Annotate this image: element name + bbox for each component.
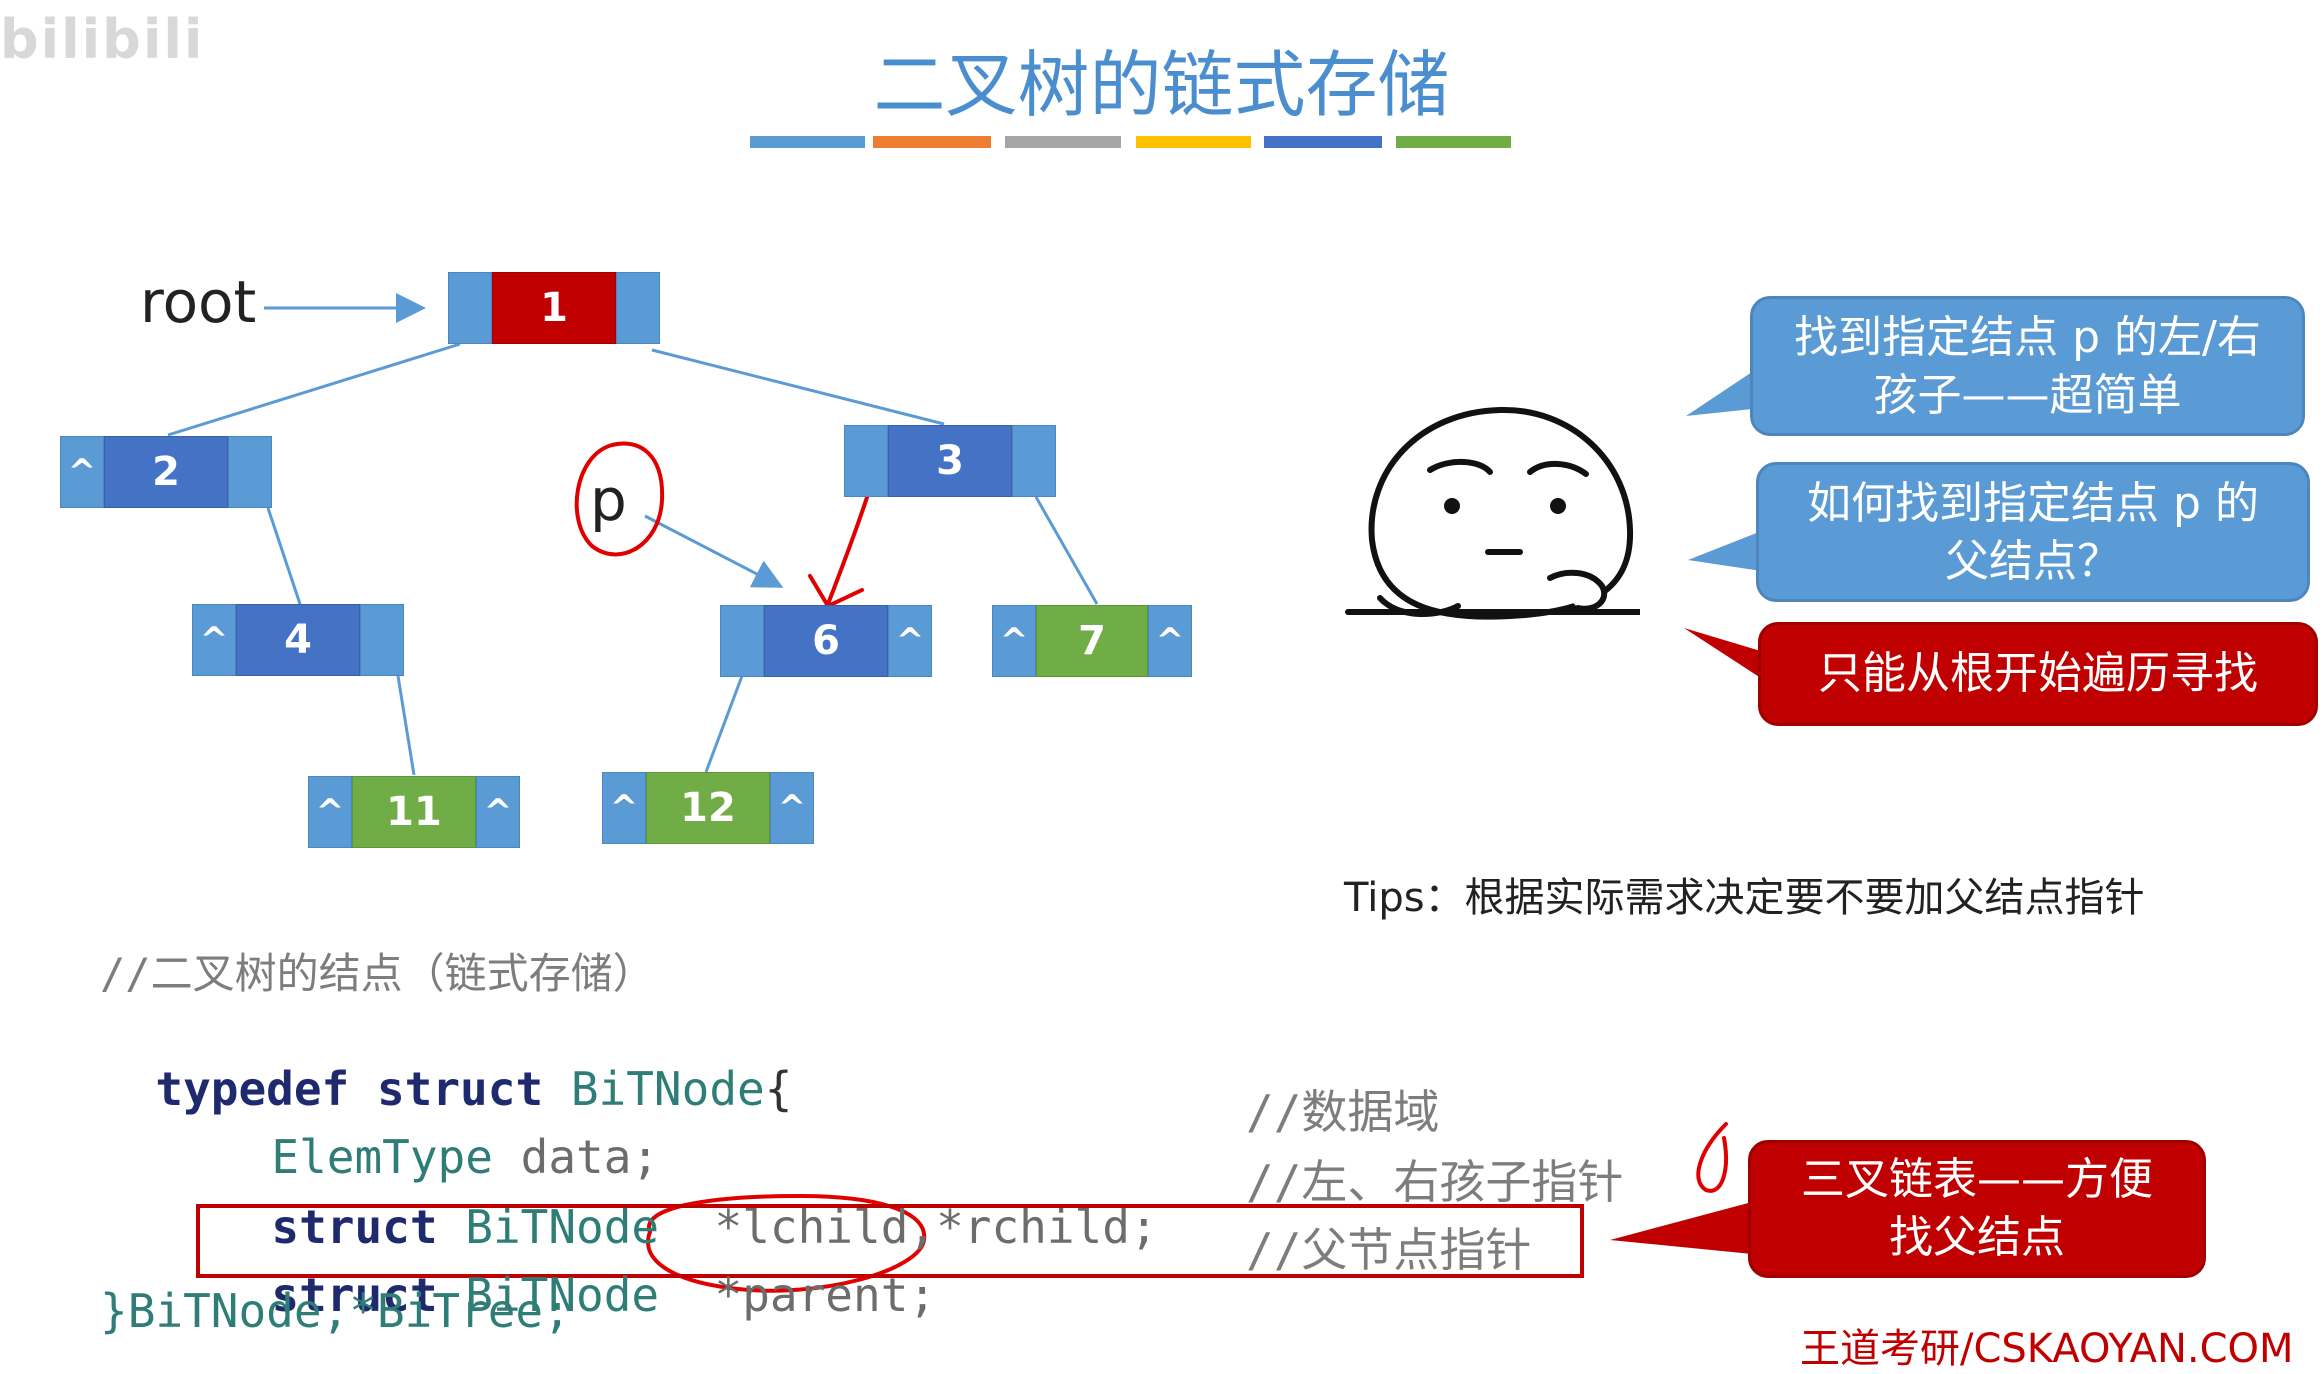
speech-bubble-answer: 只能从根开始遍历寻找 [1758, 622, 2318, 726]
null-pointer-cell: ^ [770, 772, 814, 844]
p-circle-annotation [574, 441, 665, 557]
type-bitnode: BiTNode [465, 1200, 660, 1254]
parent-circle-annotation [646, 1193, 927, 1293]
null-pointer-cell: ^ [308, 776, 352, 848]
left-pointer-cell [844, 425, 888, 497]
left-pointer-cell [720, 605, 764, 677]
tips-text: Tips：根据实际需求决定要不要加父结点指针 [1344, 875, 2145, 921]
comment-children: //左、右孩子指针 [1246, 1155, 1624, 1209]
null-pointer-cell: ^ [992, 605, 1036, 677]
title-color-bar-4 [1136, 136, 1251, 148]
comment-data: //数据域 [1246, 1085, 1440, 1139]
node-data-cell: 3 [888, 425, 1012, 497]
keyword-struct: struct [376, 1062, 544, 1116]
right-pointer-cell [616, 272, 660, 344]
root-label: root [140, 268, 257, 336]
null-pointer-cell: ^ [476, 776, 520, 848]
speech-bubble-triple-list: 三叉链表——方便 找父结点 [1748, 1140, 2206, 1278]
tree-node-3: 3 [844, 425, 1056, 497]
bubble-line: 找父结点 [1889, 1212, 2065, 1263]
bubble-line: 如何找到指定结点 p 的 [1807, 478, 2259, 529]
field-parent: *parent; [714, 1268, 937, 1322]
bubble-line: 父结点？ [1945, 536, 2121, 587]
keyword-struct: struct [271, 1268, 438, 1322]
open-brace: { [764, 1062, 793, 1116]
type-bitnode: BiTNode [570, 1062, 765, 1116]
null-pointer-cell: ^ [1148, 605, 1192, 677]
tree-node-2: ^ 2 [60, 436, 272, 508]
edge-1-3 [651, 348, 945, 426]
code-line-children: struct BiTNode *lchild,*rchild; [216, 1146, 1158, 1254]
left-pointer-cell [448, 272, 492, 344]
title-color-bar-1 [750, 136, 865, 148]
node-data-cell: 12 [646, 772, 770, 844]
tree-node-7: ^ 7 ^ [992, 605, 1192, 677]
bubble-tails [1610, 372, 1770, 1254]
bubble-line: 孩子——超简单 [1873, 370, 2182, 421]
null-pointer-cell: ^ [888, 605, 932, 677]
tree-node-6: 6 ^ [720, 605, 932, 677]
title-color-bar-5 [1264, 136, 1382, 148]
bubble-line: 找到指定结点 p 的左/右 [1794, 312, 2261, 363]
code-line-typedef: typedef struct BiTNode{ [100, 1008, 792, 1116]
edge-2-4 [266, 507, 302, 605]
tree-node-4: ^ 4 [192, 604, 404, 676]
tree-node-11: ^ 11 ^ [308, 776, 520, 848]
check-mark-annotation [1696, 1122, 1728, 1193]
comment-parent: //父节点指针 [1246, 1223, 1532, 1277]
p-arrow [644, 514, 784, 588]
p-label: p [590, 466, 627, 534]
footer-brand: 王道考研/CSKAOYAN.COM [1800, 1326, 2294, 1372]
edge-1-2 [167, 342, 461, 437]
node-data-cell: 6 [764, 605, 888, 677]
speech-bubble-question: 如何找到指定结点 p 的 父结点？ [1756, 462, 2310, 602]
right-pointer-cell [1012, 425, 1056, 497]
node-data-cell: 2 [104, 436, 228, 508]
code-line-parent: struct BiTNode *parent; [216, 1214, 936, 1322]
title-color-bar-2 [873, 136, 991, 148]
field-data: data; [520, 1130, 660, 1184]
node-data-cell: 1 [492, 272, 616, 344]
code-line-data: ElemType data; [216, 1076, 659, 1184]
watermark-logo: bilibili [0, 8, 205, 71]
null-pointer-cell: ^ [60, 436, 104, 508]
node-data-cell: 7 [1036, 605, 1148, 677]
code-line-closing: }BiTNode,*BiTree; [100, 1284, 571, 1338]
bubble-line: 只能从根开始遍历寻找 [1818, 648, 2258, 699]
speech-bubble-easy: 找到指定结点 p 的左/右 孩子——超简单 [1750, 296, 2305, 436]
code-comment-header: //二叉树的结点（链式存储） [100, 949, 655, 998]
parent-line-highlight-box [196, 1204, 1584, 1278]
thinking-face-icon [1345, 406, 1640, 620]
null-pointer-cell: ^ [192, 604, 236, 676]
null-pointer-cell: ^ [602, 772, 646, 844]
type-bitnode: BiTNode [465, 1268, 660, 1322]
node-data-cell: 11 [352, 776, 476, 848]
keyword-typedef: typedef [155, 1062, 350, 1116]
right-pointer-cell [228, 436, 272, 508]
tree-node-12: ^ 12 ^ [602, 772, 814, 844]
right-pointer-cell [360, 604, 404, 676]
type-elemtype: ElemType [271, 1130, 493, 1184]
keyword-struct: struct [271, 1200, 438, 1254]
field-children: *lchild,*rchild; [714, 1200, 1158, 1254]
tree-node-1: 1 [448, 272, 660, 344]
page-title: 二叉树的链式存储 [873, 43, 1450, 127]
node-data-cell: 4 [236, 604, 360, 676]
bubble-line: 三叉链表——方便 [1801, 1154, 2153, 1205]
edge-6-12 [704, 675, 744, 773]
title-color-bar-6 [1396, 136, 1511, 148]
edge-4-11 [396, 675, 416, 776]
edge-3-7 [1034, 496, 1099, 605]
title-color-bar-3 [1005, 136, 1121, 148]
